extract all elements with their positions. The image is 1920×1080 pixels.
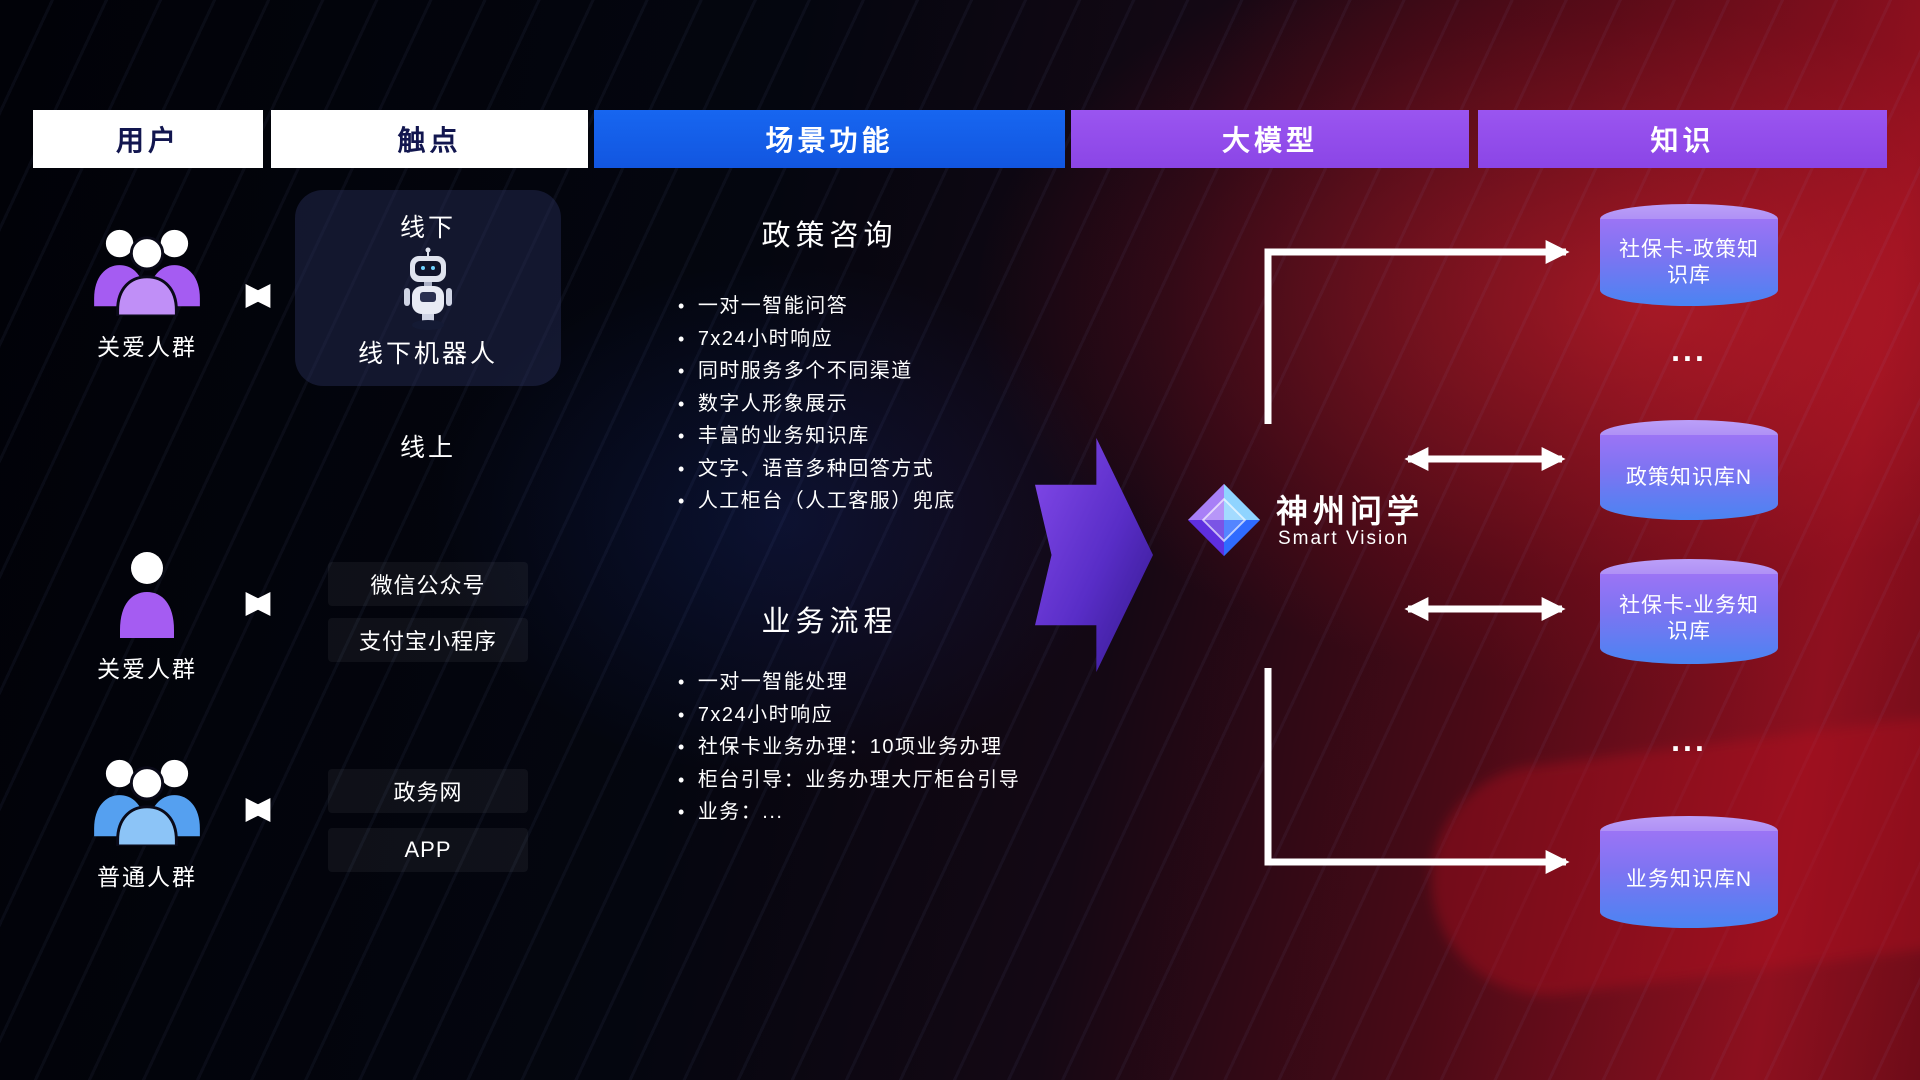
scenario-item: 同时服务多个不同渠道 <box>678 355 956 388</box>
scenario-item: 7x24小时响应 <box>678 699 1020 732</box>
scenario-item: 业务：... <box>678 796 1020 829</box>
scenario-list-business: 一对一智能处理 7x24小时响应 社保卡业务办理：10项业务办理 柜台引导：业务… <box>678 666 1020 829</box>
db-label: 政策知识库N <box>1625 465 1753 489</box>
offline-title: 线下 <box>399 214 456 242</box>
touchpoint-alipay-miniapp: 支付宝小程序 <box>328 618 528 662</box>
header-knowledge: 知识 <box>1478 110 1887 168</box>
user-group-purple-icon <box>94 229 200 316</box>
scenario-item: 社保卡业务办理：10项业务办理 <box>678 731 1020 764</box>
touchpoint-app: APP <box>328 828 528 872</box>
model-name: 神州问学 <box>1276 493 1425 529</box>
knowledge-ellipsis-2: ... <box>1671 722 1707 758</box>
db-label: 业务知识库N <box>1625 867 1753 891</box>
offline-robot-label: 线下机器人 <box>357 340 498 368</box>
header-scenarios: 场景功能 <box>594 110 1065 168</box>
database-icon: 社保卡-业务知识库 <box>1600 574 1778 664</box>
user-label: 关爱人群 <box>97 334 197 360</box>
scenario-item: 一对一智能问答 <box>678 290 956 323</box>
scenario-title-business: 业务流程 <box>761 606 898 638</box>
user-group-care-1: 关爱人群 <box>47 222 247 362</box>
knowledge-db-business-n: 业务知识库N <box>1600 816 1778 928</box>
knowledge-db-social-policy: 社保卡-政策知识库 <box>1600 204 1778 306</box>
gem-diamond-icon <box>1187 483 1261 557</box>
knowledge-db-social-business: 社保卡-业务知识库 <box>1600 559 1778 664</box>
user-group-general: 普通人群 <box>47 752 247 892</box>
online-title: 线上 <box>399 434 456 462</box>
touchpoint-gov-web: 政务网 <box>328 769 528 813</box>
header-users: 用户 <box>33 110 263 168</box>
scenario-list-policy: 一对一智能问答 7x24小时响应 同时服务多个不同渠道 数字人形象展示 丰富的业… <box>678 290 956 518</box>
knowledge-ellipsis-1: ... <box>1671 332 1707 368</box>
user-group-blue-icon <box>94 759 200 846</box>
user-group-care-2: 关爱人群 <box>47 548 247 684</box>
scenario-title-policy: 政策咨询 <box>761 220 898 252</box>
database-icon: 业务知识库N <box>1600 831 1778 928</box>
model-to-db1-elbow-arrow <box>1264 240 1570 424</box>
user-person-purple-icon <box>120 552 174 638</box>
database-icon: 政策知识库N <box>1600 435 1778 520</box>
user-label: 关爱人群 <box>97 656 197 682</box>
scenario-item: 柜台引导：业务办理大厅柜台引导 <box>678 764 1020 797</box>
scenario-item: 丰富的业务知识库 <box>678 420 956 453</box>
touchpoint-wechat: 微信公众号 <box>328 562 528 606</box>
db-label: 社保卡-业务知识库 <box>1619 594 1759 643</box>
scenario-item: 人工柜台（人工客服）兜底 <box>678 485 956 518</box>
db-label: 社保卡-政策知识库 <box>1619 237 1759 287</box>
database-icon: 社保卡-政策知识库 <box>1600 219 1778 306</box>
robot-icon <box>404 247 452 330</box>
scenario-item: 文字、语音多种回答方式 <box>678 453 956 486</box>
offline-robot-panel: 线下 线下机器人 <box>295 190 561 386</box>
user-label: 普通人群 <box>97 864 197 890</box>
scenario-item: 一对一智能处理 <box>678 666 1020 699</box>
header-model: 大模型 <box>1071 110 1469 168</box>
header-touchpoints: 触点 <box>271 110 588 168</box>
scenario-item: 7x24小时响应 <box>678 323 956 356</box>
scenario-item: 数字人形象展示 <box>678 388 956 421</box>
knowledge-db-policy-n: 政策知识库N <box>1600 420 1778 520</box>
model-subtitle: Smart Vision <box>1278 528 1410 549</box>
